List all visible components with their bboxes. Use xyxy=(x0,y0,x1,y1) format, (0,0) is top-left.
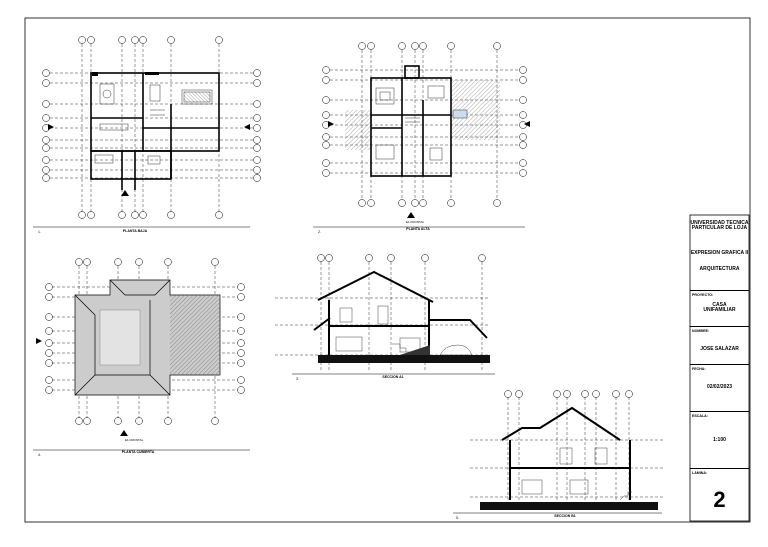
plan1-title: PLANTA BAJA xyxy=(123,229,148,233)
sheet-border xyxy=(24,17,751,523)
plan1-number: 1. xyxy=(38,230,41,234)
title-block: UNIVERSIDAD TECNICA PARTICULAR DE LOJA E… xyxy=(690,215,749,521)
date-value: 02/02/2023 xyxy=(706,384,733,390)
scale-cell: ESCALA: 1:100 xyxy=(690,411,749,468)
sectionB-number: 5. xyxy=(456,516,459,520)
plan-planta-baja xyxy=(33,36,261,228)
project-label: PROYECTO: xyxy=(692,293,714,297)
university-name: UNIVERSIDAD TECNICA PARTICULAR DE LOJA xyxy=(690,220,749,232)
plan2-frontal-label: E1 FRONTAL xyxy=(406,220,425,224)
sheet-label: LAMINA: xyxy=(692,471,708,475)
department-name: ARQUITECTURA xyxy=(699,266,740,272)
date-label: FECHA: xyxy=(692,367,706,371)
course-name: EXPRESION GRAFICA II xyxy=(690,250,749,256)
sheet-number: 2 xyxy=(713,487,726,512)
plan4-frontal-label: E1 FRONTAL xyxy=(125,438,144,442)
sectionA-number: 3. xyxy=(296,377,299,381)
name-value: JOSE SALAZAR xyxy=(700,346,739,352)
section-a1 xyxy=(275,254,495,375)
plan-planta-cubierta xyxy=(33,258,250,451)
project-value: CASA UNIFAMILIAR xyxy=(703,302,736,314)
sheet-cell: LAMINA: 2 xyxy=(690,468,749,521)
scale-label: ESCALA: xyxy=(692,414,708,418)
date-cell: FECHA: 02/02/2023 xyxy=(690,364,749,411)
section-b1 xyxy=(453,390,665,514)
plan-planta-alta xyxy=(313,42,530,228)
name-cell: NOMBRE: JOSE SALAZAR xyxy=(690,326,749,364)
plan2-number: 2. xyxy=(318,230,321,234)
plan4-title: PLANTA CUBIERTA xyxy=(122,450,155,454)
name-label: NOMBRE: xyxy=(692,329,710,333)
sectionA-title: SECCION A1 xyxy=(382,375,403,379)
title-block-frame xyxy=(689,214,750,522)
project-cell: PROYECTO: CASA UNIFAMILIAR xyxy=(690,290,749,326)
plan4-number: 4. xyxy=(38,453,41,457)
sectionB-title: SECCION B1 xyxy=(554,514,575,518)
scale-value: 1:100 xyxy=(713,437,726,443)
plan2-title: PLANTA ALTA xyxy=(406,227,430,231)
